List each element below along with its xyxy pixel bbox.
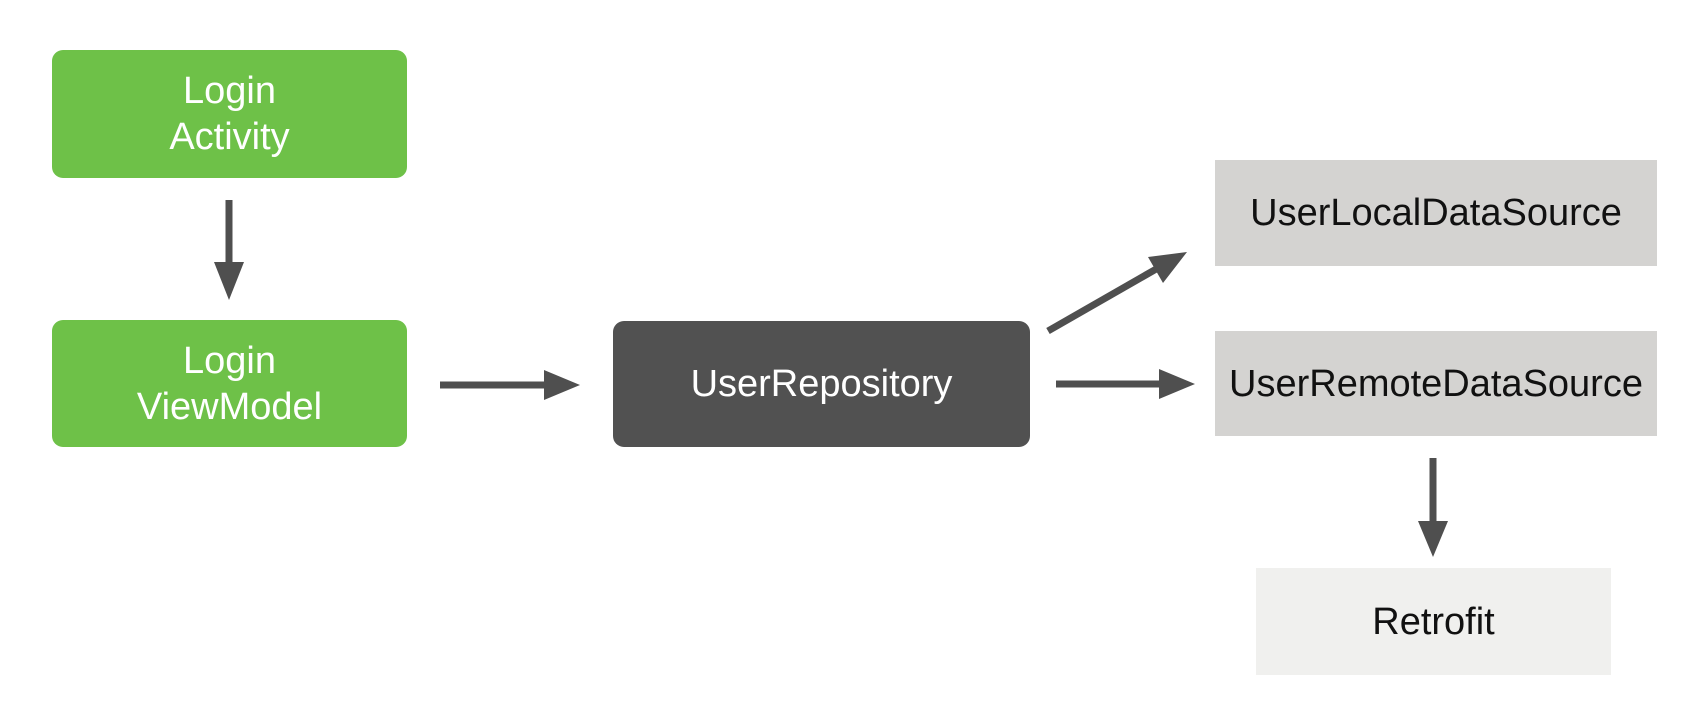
arrow-login-activity-to-login-viewmodel — [214, 200, 244, 300]
node-user-remote-data-source: UserRemoteDataSource — [1215, 331, 1657, 436]
node-login-activity: Login Activity — [52, 50, 407, 178]
node-label-line: Login — [183, 70, 276, 112]
node-user-local-data-source: UserLocalDataSource — [1215, 160, 1657, 266]
arrowhead-right-icon — [1159, 369, 1195, 399]
arrow-user-repository-to-user-local-data-source — [1046, 252, 1187, 335]
arrowhead-right-icon — [544, 370, 580, 400]
node-retrofit: Retrofit — [1256, 568, 1611, 675]
node-label-line: Login — [183, 339, 276, 382]
node-user-repository: UserRepository — [613, 321, 1030, 447]
node-login-viewmodel: Login ViewModel — [52, 320, 407, 447]
arrow-user-remote-data-source-to-retrofit — [1418, 458, 1448, 557]
node-label-line: UserRemoteDataSource — [1229, 362, 1643, 405]
arrowhead-down-icon — [1418, 521, 1448, 557]
arrow-user-repository-to-user-remote-data-source — [1056, 369, 1195, 399]
node-label-line: Activity — [169, 116, 290, 158]
node-label-line: UserLocalDataSource — [1250, 192, 1622, 234]
arrow-login-viewmodel-to-user-repository — [440, 370, 580, 400]
node-label-line: UserRepository — [690, 363, 953, 405]
arrowhead-up-right-icon — [1148, 252, 1187, 283]
node-label-line: ViewModel — [136, 385, 323, 428]
node-label-line: Retrofit — [1372, 600, 1495, 643]
arrowhead-down-icon — [214, 262, 244, 300]
